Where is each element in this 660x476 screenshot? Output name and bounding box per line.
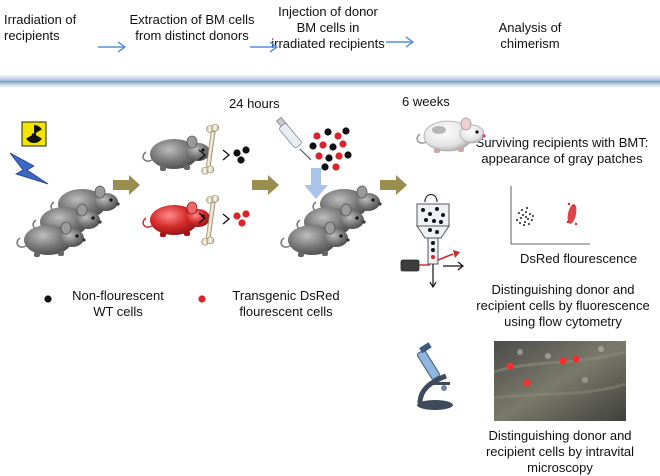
header-divider — [0, 74, 660, 88]
lightning-icon — [9, 152, 49, 185]
header-arrow-1 — [98, 41, 127, 53]
timeline-6-weeks: 6 weeks — [402, 94, 450, 109]
radiation-icon — [21, 121, 47, 147]
recipient-mice — [16, 185, 121, 258]
red-cells — [233, 210, 250, 227]
microscope-icon — [416, 342, 453, 410]
arrow-bone-to-cells-red — [222, 213, 231, 225]
olive-arrow-2 — [252, 175, 279, 195]
arrow-red-to-bone — [198, 212, 207, 224]
chimeric-mouse — [416, 117, 486, 153]
donor-red-mouse — [142, 201, 213, 238]
legend-label-red: Transgenic DsRed flourescent cells — [232, 288, 340, 319]
step-extraction: Extraction of BM cells from distinct don… — [129, 12, 255, 43]
arrow-bone-to-cells-black — [222, 149, 231, 161]
legend-label-black: Non-flourescent WT cells — [72, 288, 164, 319]
black-cells — [233, 146, 250, 164]
injection-down-arrow — [304, 168, 328, 199]
arrow-gray-to-bone — [198, 149, 207, 161]
legend-dot-red — [198, 295, 206, 303]
step-injection: Injection of donor BM cells in irradiate… — [271, 4, 385, 51]
olive-arrow-1 — [113, 175, 140, 195]
step-irradiation: Irradiation of recipients — [4, 12, 77, 43]
step-analysis: Analysis of chimerism — [498, 20, 562, 51]
recipient-mice-injected — [280, 185, 383, 258]
flow-cytometer-icon — [400, 193, 464, 289]
dsred-label: DsRed flourescence — [520, 251, 638, 266]
plot-black-cluster — [516, 207, 534, 226]
intravital-image — [493, 341, 627, 421]
header-arrow-3 — [386, 36, 415, 48]
syringe-icon — [276, 116, 312, 161]
flow-caption: Distinguishing donor and recipient cells… — [476, 282, 650, 329]
timeline-24-hours: 24 hours — [229, 96, 280, 111]
flow-cytometry-plot — [510, 186, 590, 245]
microscopy-caption: Distinguishing donor and recipient cells… — [485, 428, 635, 475]
plot-red-cluster — [566, 202, 578, 226]
header-arrow-2 — [250, 41, 279, 53]
bmt-caption: Surviving recipients with BMT: appearanc… — [475, 135, 649, 166]
legend-dot-black — [44, 295, 52, 303]
mixed-cells — [309, 127, 352, 171]
donor-gray-mouse — [142, 135, 213, 172]
olive-arrow-3 — [380, 175, 407, 195]
